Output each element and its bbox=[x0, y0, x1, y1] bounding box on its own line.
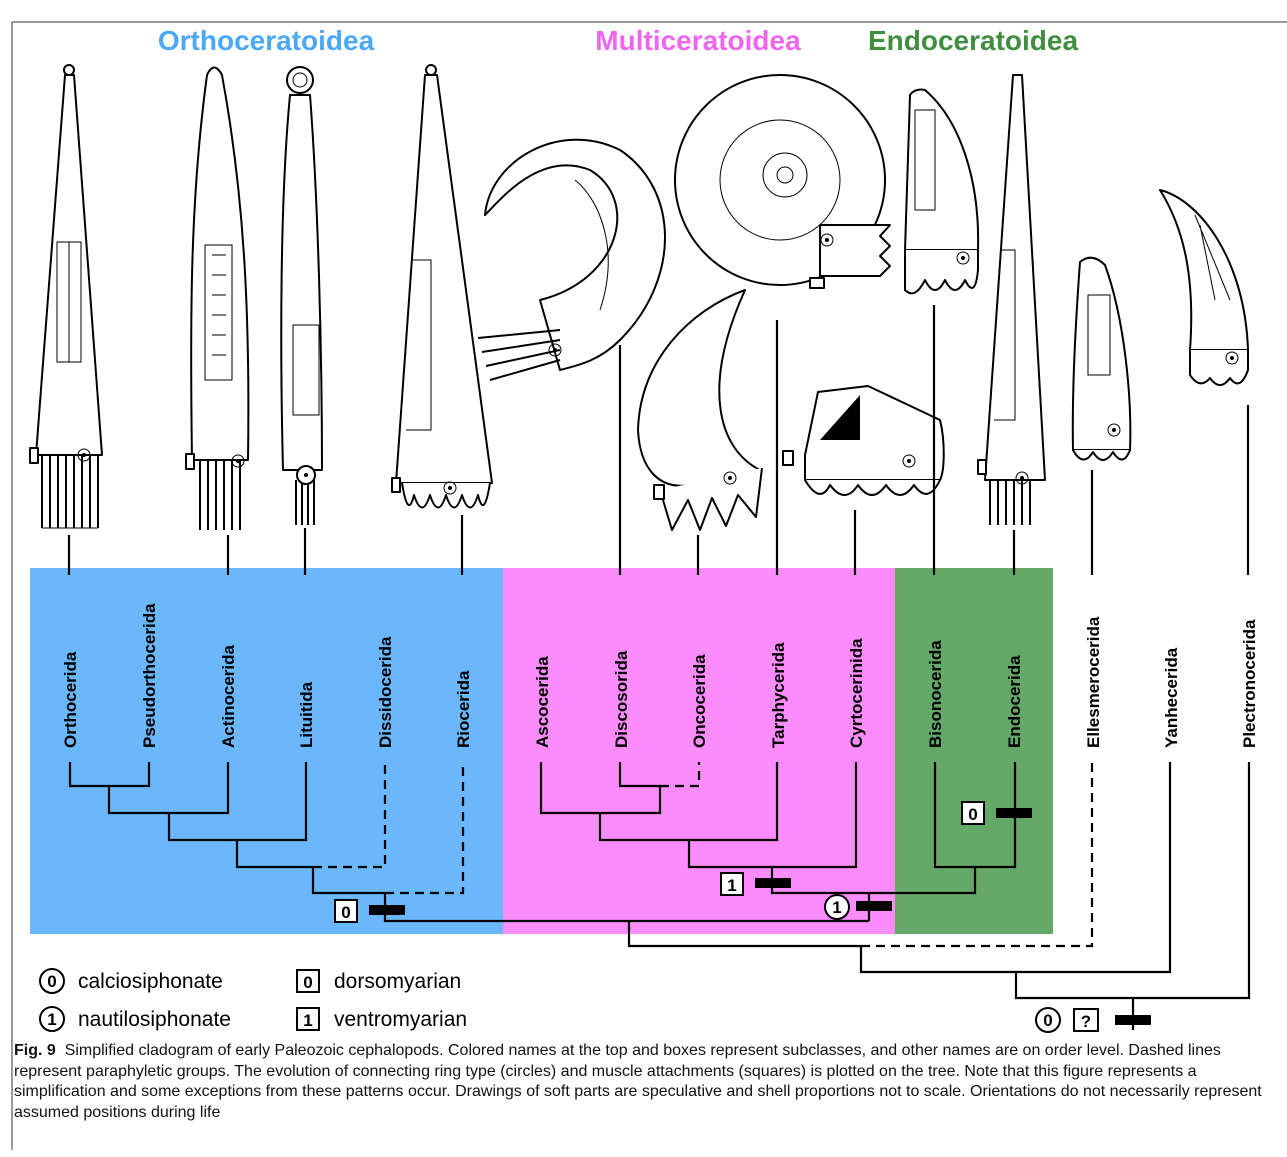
order-label-ellesmerocerida: Ellesmerocerida bbox=[1084, 616, 1103, 748]
cladogram-tree bbox=[68, 762, 1251, 1030]
legend-symbol-3: 1 bbox=[303, 1011, 312, 1030]
subclass-title-endoceratoidea: Endoceratoidea bbox=[868, 25, 1078, 56]
legend: 0 calciosiphonate 1 nautilosiphonate 0 d… bbox=[39, 968, 467, 1032]
subclass-title-orthoceratoidea: Orthoceratoidea bbox=[158, 25, 375, 56]
character-marks: 0 1 1 0 0 ? bbox=[334, 801, 1151, 1033]
ellesmerocerida-drawing bbox=[1071, 256, 1132, 461]
mark-box-endo bbox=[961, 801, 985, 825]
legend-label-ventromyarian: ventromyarian bbox=[334, 1008, 467, 1031]
drawing-connectors bbox=[67, 305, 1250, 575]
mark-circle-multi bbox=[824, 894, 850, 920]
order-label-endocerida: Endocerida bbox=[1005, 655, 1024, 748]
legend-label-dorsomyarian: dorsomyarian bbox=[334, 970, 461, 993]
caption-text: Simplified cladogram of early Paleozoic … bbox=[14, 1042, 1262, 1121]
subclass-title-multiceratoidea: Multiceratoidea bbox=[595, 25, 801, 56]
mark-box-ortho bbox=[334, 899, 358, 923]
mark-box-root-label: ? bbox=[1081, 1012, 1091, 1031]
order-label-orthocerida: Orthocerida bbox=[61, 651, 80, 748]
lituitida-drawing bbox=[280, 66, 323, 525]
ascocerida-drawing bbox=[477, 138, 666, 381]
order-label-cyrtocerinida: Cyrtocerinida bbox=[847, 638, 866, 748]
muscle-bar-root bbox=[1115, 1015, 1151, 1025]
order-label-bisonocerida: Bisonocerida bbox=[926, 640, 945, 748]
legend-circle-0 bbox=[39, 968, 65, 994]
order-label-oncocerida: Oncocerida bbox=[690, 654, 709, 748]
mark-box-ortho-label: 0 bbox=[341, 903, 350, 922]
plectronocerida-drawing bbox=[1159, 189, 1249, 386]
legend-square-1 bbox=[296, 1007, 320, 1031]
muscle-bar-ortho bbox=[369, 905, 405, 915]
order-label-plectronocerida: Plectronocerida bbox=[1240, 619, 1259, 748]
mark-box-root bbox=[1073, 1008, 1099, 1032]
legend-symbol-0: 0 bbox=[47, 972, 56, 991]
oncocerida-drawing bbox=[637, 289, 763, 531]
multiceratoidea-box bbox=[503, 568, 895, 934]
muscle-bar-tarphy bbox=[755, 878, 791, 888]
caption-label: Fig. 9 bbox=[14, 1042, 56, 1059]
mark-circle-root-label: 0 bbox=[1043, 1011, 1052, 1030]
order-label-riocerida: Riocerida bbox=[454, 670, 473, 748]
legend-label-calciosiphonate: calciosiphonate bbox=[78, 970, 223, 993]
order-label-tarphycerida: Tarphycerida bbox=[769, 642, 788, 748]
order-label-discosorida: Discosorida bbox=[612, 650, 631, 748]
order-label-lituitida: Lituitida bbox=[297, 681, 316, 748]
order-label-actinocerida: Actinocerida bbox=[219, 644, 238, 748]
cyrtocerinida-drawing bbox=[782, 385, 945, 496]
orthocerida-drawing bbox=[29, 64, 103, 529]
bisonocerida-drawing bbox=[904, 88, 980, 295]
actinocerida-drawing bbox=[185, 66, 250, 530]
endocerida-drawing bbox=[977, 74, 1046, 525]
legend-label-nautilosiphonate: nautilosiphonate bbox=[78, 1008, 231, 1031]
riocerida-drawing bbox=[391, 64, 493, 509]
order-labels: Orthocerida Pseudorthocerida Actinocerid… bbox=[61, 603, 1259, 748]
mark-box-tarphy-label: 1 bbox=[727, 876, 736, 895]
muscle-bar-multi bbox=[856, 901, 892, 911]
order-label-ascocerida: Ascocerida bbox=[533, 656, 552, 748]
muscle-bar-endo bbox=[996, 808, 1032, 818]
mark-circle-root bbox=[1035, 1007, 1061, 1033]
order-label-dissidocerida: Dissidocerida bbox=[376, 636, 395, 748]
figure-frame bbox=[11, 21, 1287, 1150]
legend-symbol-1: 1 bbox=[47, 1010, 56, 1029]
mark-box-endo-label: 0 bbox=[968, 805, 977, 824]
figure-caption: Fig. 9 Simplified cladogram of early Pal… bbox=[14, 1041, 1276, 1123]
mark-circle-multi-label: 1 bbox=[832, 898, 841, 917]
tarphycerida-drawing bbox=[674, 74, 891, 289]
legend-square-0 bbox=[296, 969, 320, 993]
order-label-yanhecerida: Yanhecerida bbox=[1162, 647, 1181, 748]
legend-symbol-2: 0 bbox=[303, 973, 312, 992]
legend-circle-1 bbox=[39, 1006, 65, 1032]
order-label-pseudorthocerida: Pseudorthocerida bbox=[140, 603, 159, 748]
orthoceratoidea-box bbox=[30, 568, 503, 934]
mark-box-tarphy bbox=[720, 872, 744, 896]
